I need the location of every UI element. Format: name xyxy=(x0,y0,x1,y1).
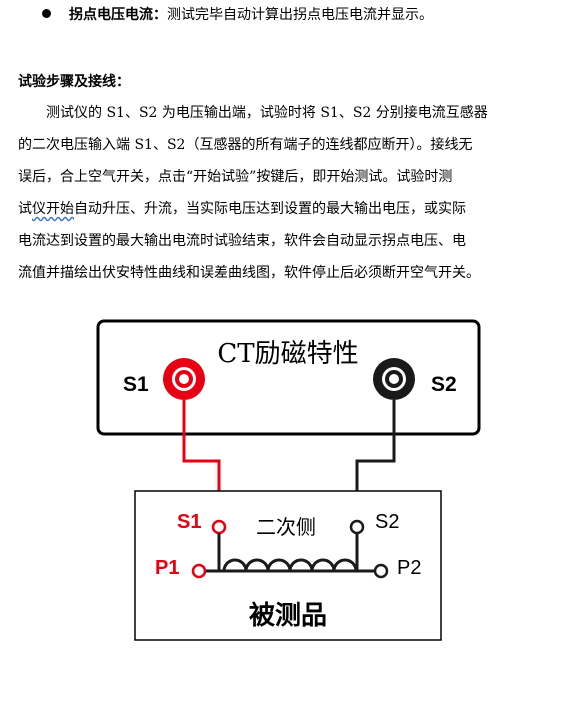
dut-s2-terminal-icon xyxy=(349,519,365,535)
paragraph-line-1: 测试仪的 S1、S2 为电压输出端，试验时将 S1、S2 分别接电流互感器 xyxy=(46,105,488,121)
dut-p2-label: P2 xyxy=(397,557,421,579)
dut-secondary-label: 二次侧 xyxy=(256,515,316,539)
tester-s1-label: S1 xyxy=(123,373,149,396)
dut-s1-label: S1 xyxy=(177,511,201,533)
dut-s1-terminal-icon xyxy=(211,519,227,535)
paragraph-line-5: 电流达到设置的最大输出电流时试验结束，软件会自动显示拐点电压、电 xyxy=(18,233,466,249)
dut-p2-terminal-icon xyxy=(373,563,389,579)
bullet-title: 拐点电压电流： xyxy=(69,7,167,23)
spellcheck-underlined-text: 仪开始 xyxy=(32,201,74,217)
paragraph-line-6: 流值并描绘出伏安特性曲线和误差曲线图，软件停止后必须断开空气开关。 xyxy=(18,265,480,281)
bullet-text: 测试完毕自动计算出拐点电压电流并显示。 xyxy=(167,7,433,23)
tester-box xyxy=(96,319,481,436)
red-terminal-icon xyxy=(163,358,205,400)
bullet-item: 拐点电压电流：测试完毕自动计算出拐点电压电流并显示。 xyxy=(42,5,433,25)
tester-s2-label: S2 xyxy=(431,373,457,396)
paragraph-line-4: 试仪开始自动升压、升流，当实际电压达到设置的最大输出电压，或实际 xyxy=(18,199,466,219)
coil-icon xyxy=(222,558,358,572)
paragraph-line-3: 误后，合上空气开关，点击“开始试验”按键后，即开始测试。试验时测 xyxy=(18,169,453,185)
paragraph-line-4-prefix: 试 xyxy=(18,201,32,217)
dut-s2-label: S2 xyxy=(375,511,399,533)
section-heading: 试验步骤及接线： xyxy=(18,74,130,90)
paragraph-line-4-suffix: 自动升压、升流，当实际电压达到设置的最大输出电压，或实际 xyxy=(74,201,466,217)
black-terminal-icon xyxy=(373,358,415,400)
paragraph-line-2: 的二次电压输入端 S1、S2（互感器的所有端子的连线都应断开）。接线无 xyxy=(18,137,473,153)
bullet-dot-icon xyxy=(42,9,51,18)
dut-p1-label: P1 xyxy=(155,557,179,579)
dut-title: 被测品 xyxy=(249,601,327,631)
dut-p1-terminal-icon xyxy=(191,563,207,579)
tester-title: CT励磁特性 xyxy=(217,339,358,369)
